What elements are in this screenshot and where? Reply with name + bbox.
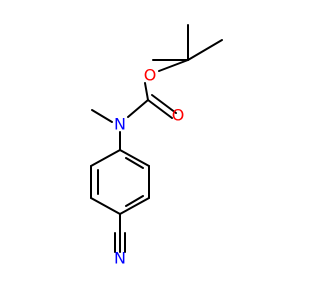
bond-tbu-right: [187, 39, 223, 61]
oxygen-ester-label: O: [144, 66, 157, 85]
bond-tbu-to-oxygen: [158, 59, 189, 72]
bond-amine-methyl: [91, 109, 113, 123]
bond-ring-inner-1: [125, 157, 144, 169]
bond-ring-4: [90, 197, 121, 215]
nitrogen-nitrile-label: N: [114, 249, 126, 268]
bond-ring-6: [90, 149, 121, 167]
bond-carbonyl-double-a: [147, 99, 173, 119]
nitrogen-amine-label: N: [114, 115, 126, 134]
bond-ring-1: [119, 149, 150, 167]
bond-ring-inner-2: [125, 195, 144, 207]
structure-diagram: O O N N: [90, 24, 223, 268]
molecule-canvas: O O N N: [90, 24, 223, 268]
bond-ring-3: [119, 197, 150, 215]
bond-carbonyl-double-b: [151, 94, 177, 114]
bond-oxygen-to-carbonyl-carbon: [144, 82, 149, 101]
oxygen-carbonyl-label: O: [172, 106, 185, 125]
bond-carbonyl-to-amine: [127, 99, 149, 118]
